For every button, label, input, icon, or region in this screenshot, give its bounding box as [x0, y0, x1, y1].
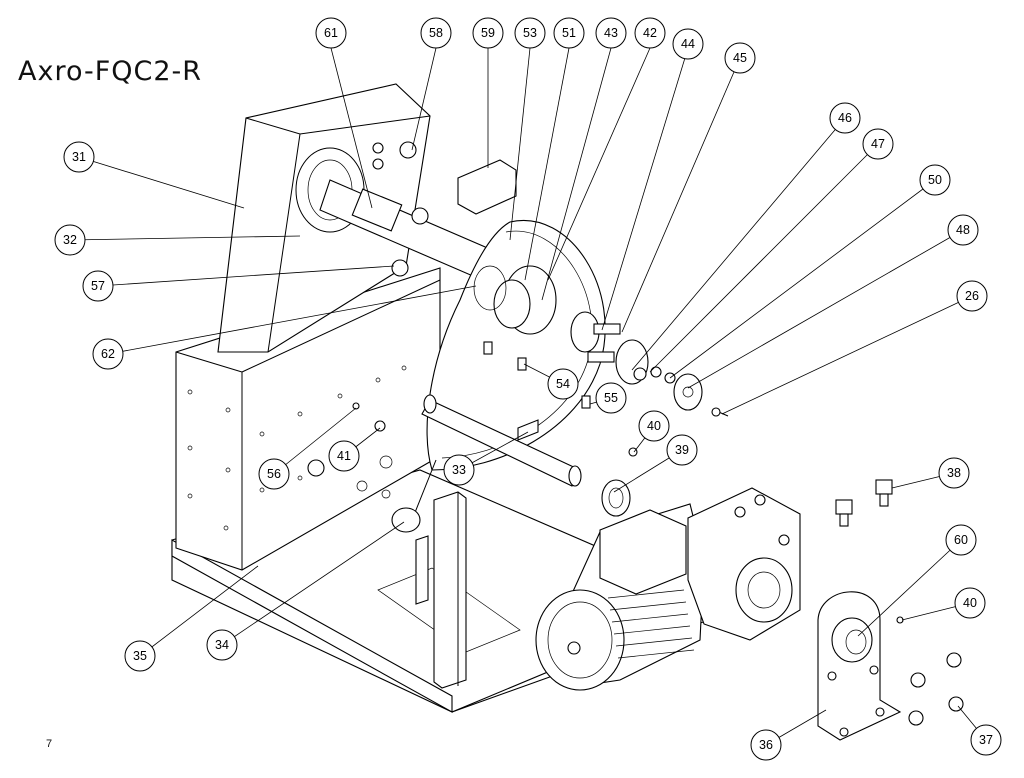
callout-label: 48: [956, 223, 970, 237]
callout-57: 57: [82, 270, 114, 302]
callout-label: 62: [101, 347, 115, 361]
callout-58: 58: [420, 17, 452, 49]
callout-37: 37: [970, 724, 1002, 756]
callout-label: 57: [91, 279, 105, 293]
callout-38: 38: [938, 457, 970, 489]
callout-39: 39: [666, 434, 698, 466]
callout-label: 32: [63, 233, 77, 247]
electric-motor: [535, 503, 705, 691]
callout-36: 36: [750, 729, 782, 761]
callout-label: 56: [267, 467, 281, 481]
callout-label: 46: [838, 111, 852, 125]
callout-label: 35: [133, 649, 147, 663]
hub-parts: [570, 311, 729, 417]
main-shaft: [319, 141, 521, 293]
callout-33: 33: [443, 454, 475, 486]
callout-bubbles: 61 58 59 53 51 43 42 44 45 46 47 50 48 2…: [54, 17, 1002, 761]
callout-45: 45: [724, 42, 756, 74]
callout-42: 42: [634, 17, 666, 49]
callout-55: 55: [595, 382, 627, 414]
support-post: [307, 402, 467, 689]
callout-label: 41: [337, 449, 351, 463]
callout-40-b: 40: [954, 587, 986, 619]
bevel-gear: [601, 479, 631, 517]
callout-60: 60: [945, 524, 977, 556]
callout-31: 31: [63, 141, 95, 173]
callout-26: 26: [956, 280, 988, 312]
callout-label: 43: [604, 26, 618, 40]
callout-34: 34: [206, 629, 238, 661]
callout-50: 50: [919, 164, 951, 196]
callout-label: 55: [604, 391, 618, 405]
callout-56: 56: [258, 458, 290, 490]
callout-59: 59: [472, 17, 504, 49]
callout-44: 44: [672, 28, 704, 60]
callout-46: 46: [829, 102, 861, 134]
callout-43: 43: [595, 17, 627, 49]
callout-label: 31: [72, 150, 86, 164]
callout-label: 40: [647, 419, 661, 433]
callout-label: 58: [429, 26, 443, 40]
callout-32: 32: [54, 224, 86, 256]
callout-label: 59: [481, 26, 495, 40]
callout-label: 38: [947, 466, 961, 480]
callout-label: 26: [965, 289, 979, 303]
callout-48: 48: [947, 214, 979, 246]
callout-label: 33: [452, 463, 466, 477]
callout-label: 34: [215, 638, 229, 652]
callout-label: 37: [979, 733, 993, 747]
lower-shaft: [421, 341, 638, 487]
callout-61: 61: [315, 17, 347, 49]
callout-53: 53: [514, 17, 546, 49]
callout-label: 44: [681, 37, 695, 51]
callout-47: 47: [862, 128, 894, 160]
callout-41: 41: [328, 440, 360, 472]
callout-51: 51: [553, 17, 585, 49]
callout-label: 39: [675, 443, 689, 457]
callout-label: 40: [963, 596, 977, 610]
motor-mount-bracket: [817, 591, 902, 741]
callout-label: 42: [643, 26, 657, 40]
bolts: [835, 479, 964, 726]
callout-label: 53: [523, 26, 537, 40]
callout-label: 36: [759, 738, 773, 752]
guard-disc: [426, 219, 606, 471]
callout-35: 35: [124, 640, 156, 672]
callout-label: 45: [733, 51, 747, 65]
callout-label: 47: [871, 137, 885, 151]
callout-label: 50: [928, 173, 942, 187]
callout-label: 51: [562, 26, 576, 40]
callout-54: 54: [547, 368, 579, 400]
callout-40: 40: [638, 410, 670, 442]
callout-label: 54: [556, 377, 570, 391]
callout-label: 61: [324, 26, 338, 40]
drawing-title: Axro-FQC2-R: [18, 56, 203, 87]
bracket: [457, 159, 517, 215]
callout-62: 62: [92, 338, 124, 370]
callout-label: 60: [954, 533, 968, 547]
gearbox: [687, 487, 801, 641]
page-number: 7: [46, 738, 53, 750]
